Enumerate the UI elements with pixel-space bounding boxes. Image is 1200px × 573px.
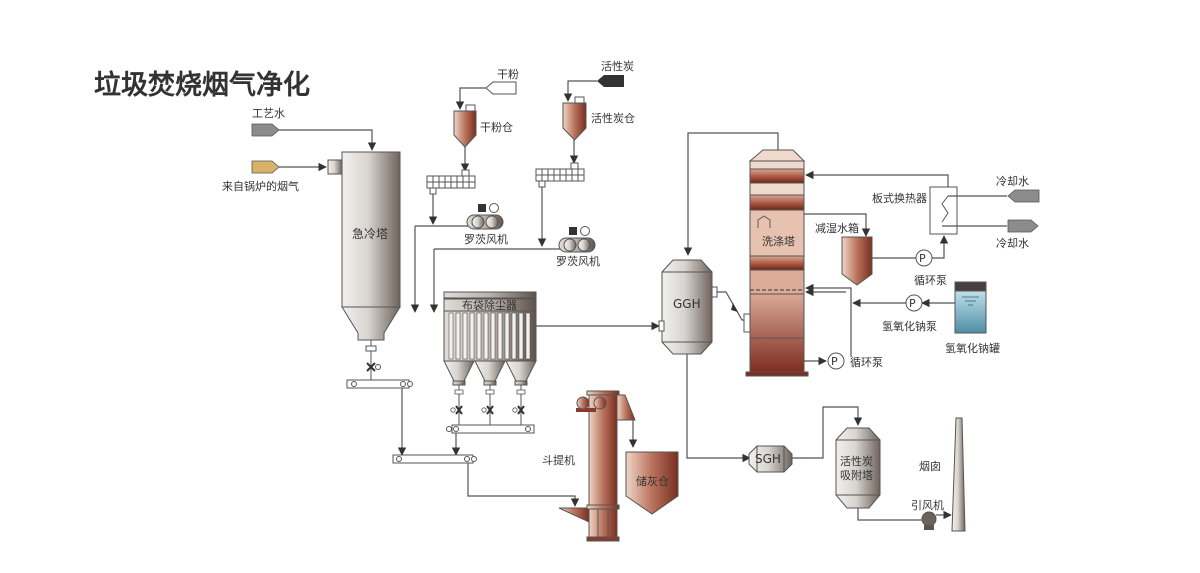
- bucket-elevator-label: 斗提机: [542, 453, 575, 467]
- plate-heat-exchanger: 板式换热器: [805, 170, 1007, 235]
- flue-gas-label: 来自锅炉的烟气: [222, 179, 299, 193]
- bucket-elevator: 斗提机: [542, 390, 638, 542]
- roots-blower-1-label: 罗茨风机: [464, 232, 508, 246]
- chimney-label: 烟囱: [919, 459, 941, 473]
- circulation-pump-1-label: 循环泵: [914, 274, 947, 287]
- cooling-water-out-label: 冷却水: [996, 237, 1029, 250]
- induced-draft-fan: 引风机: [911, 498, 952, 530]
- cooling-water-in-label: 冷却水: [996, 175, 1029, 188]
- naoh-pump: P 氢氧化钠泵: [852, 294, 955, 333]
- bag-filter: 布袋除尘器: [443, 291, 660, 426]
- scrubber-tower: 洗涤塔: [683, 132, 809, 377]
- dry-powder-silo: 干粉仓: [453, 104, 513, 172]
- sgh-heater: SGH: [748, 406, 863, 473]
- quench-tower: 急冷塔: [327, 151, 401, 383]
- dry-powder-label: 干粉: [497, 68, 519, 81]
- activated-carbon-arrow-icon: [597, 75, 624, 87]
- dehumidify-tank-label: 减湿水箱: [815, 221, 859, 235]
- cooling-water-out-arrow-icon: [1007, 219, 1039, 233]
- circulation-pump-2-label: 循环泵: [850, 356, 883, 369]
- circulation-pump-2: P 循环泵: [804, 283, 883, 370]
- naoh-pump-label: 氢氧化钠泵: [882, 319, 937, 333]
- cooling-water-outlet: 冷却水: [996, 219, 1039, 250]
- process-water-arrow-icon: [251, 123, 280, 137]
- cooling-water-in-arrow-icon: [1007, 189, 1040, 203]
- naoh-tank: 氢氧化钠罐: [945, 281, 1000, 355]
- scrubber-label: 洗涤塔: [762, 234, 795, 248]
- chimney: 烟囱: [919, 417, 966, 532]
- sgh-label: SGH: [755, 452, 781, 466]
- activated-carbon-inlet: 活性炭: [563, 59, 634, 102]
- ggh-heat-exchanger: GGH: [658, 259, 751, 463]
- dry-powder-feeder: [426, 169, 476, 225]
- process-water-label: 工艺水: [252, 107, 285, 120]
- activated-carbon-feeder: [535, 162, 585, 247]
- naoh-pump-symbol: P: [909, 297, 916, 310]
- circulation-pump-1: P 循环泵: [914, 235, 949, 287]
- cooling-water-inlet: 冷却水: [996, 175, 1040, 203]
- roots-blower-2: 罗茨风机: [429, 226, 600, 313]
- quench-tower-label: 急冷塔: [352, 226, 388, 241]
- ash-silo: 储灰仓: [625, 451, 679, 515]
- pump-2-symbol: P: [831, 355, 838, 368]
- diagram-title: 垃圾焚烧烟气净化: [94, 69, 310, 101]
- screw-conveyor-quench: [346, 379, 413, 456]
- id-fan-label: 引风机: [911, 498, 944, 512]
- pump-1-symbol: P: [919, 252, 926, 265]
- dry-powder-silo-label: 干粉仓: [480, 120, 513, 134]
- carbon-adsorber-label-line2: 吸附塔: [840, 468, 873, 482]
- carbon-adsorber-label-line1: 活性炭: [840, 454, 873, 468]
- flue-gas-inlet: 来自锅炉的烟气: [222, 160, 327, 193]
- bag-filter-label: 布袋除尘器: [462, 298, 517, 312]
- screw-conveyor-collector: [392, 454, 580, 507]
- ggh-label: GGH: [673, 297, 701, 311]
- process-water-inlet: 工艺水: [251, 107, 377, 151]
- dry-powder-arrow-icon: [485, 81, 517, 95]
- dry-powder-inlet: 干粉: [455, 68, 519, 110]
- activated-carbon-silo-label: 活性炭仓: [591, 111, 635, 125]
- roots-blower-1: 罗茨风机: [410, 203, 508, 313]
- naoh-tank-label: 氢氧化钠罐: [945, 341, 1000, 355]
- roots-blower-2-label: 罗茨风机: [556, 254, 600, 268]
- activated-carbon-silo: 活性炭仓: [562, 96, 635, 164]
- ash-silo-label: 储灰仓: [636, 474, 669, 488]
- activated-carbon-label: 活性炭: [601, 59, 634, 73]
- screw-conveyor-bagfilter: [446, 424, 535, 456]
- dehumidify-water-tank: 减湿水箱: [804, 213, 916, 286]
- flue-gas-arrow-icon: [251, 160, 280, 174]
- activated-carbon-adsorber: 活性炭 吸附塔: [835, 427, 922, 521]
- plate-heat-exchanger-label: 板式换热器: [872, 191, 927, 205]
